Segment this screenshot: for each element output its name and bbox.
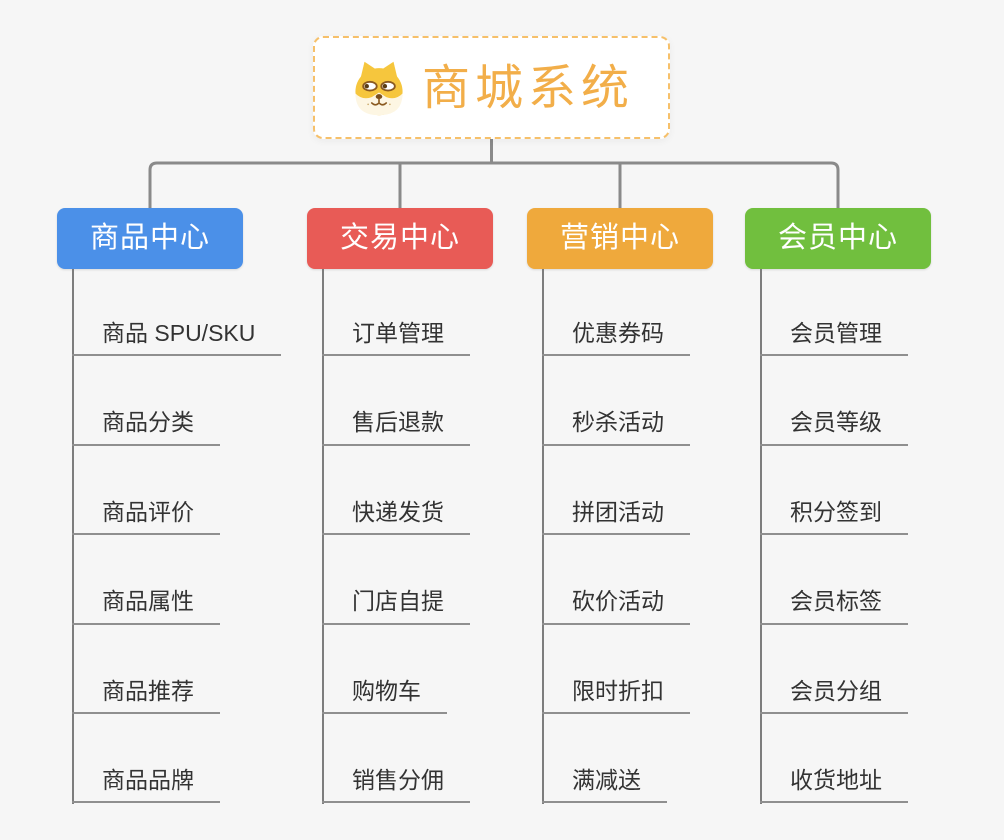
- leaf-item[interactable]: 会员管理: [760, 320, 908, 357]
- root-node[interactable]: 商城系统: [313, 36, 670, 139]
- branch-title: 营销中心: [559, 222, 680, 254]
- leaf-slot: 订单管理: [322, 267, 582, 357]
- leaf-slot: 会员管理: [760, 267, 1004, 357]
- branch-node[interactable]: 商品中心: [57, 208, 243, 269]
- branch-node[interactable]: 会员中心: [745, 208, 931, 269]
- leaf-item[interactable]: 优惠券码: [542, 320, 690, 357]
- leaf-item[interactable]: 拼团活动: [542, 499, 690, 536]
- leaf-item[interactable]: 售后退款: [322, 410, 470, 446]
- leaf-item[interactable]: 砍价活动: [542, 589, 690, 625]
- branch-title: 商品中心: [89, 222, 210, 254]
- leaf-slot: 销售分佣: [322, 714, 582, 804]
- leaf-slot: 会员等级: [760, 356, 1004, 446]
- leaf-slot: 会员分组: [760, 625, 1004, 714]
- leaf-slot: 秒杀活动: [542, 356, 802, 446]
- branch-items-list: 商品 SPU/SKU 商品分类商品评价商品属性商品推荐商品品牌: [72, 267, 332, 804]
- leaf-slot: 积分签到: [760, 446, 1004, 536]
- leaf-slot: 门店自提: [322, 535, 582, 625]
- branch-connector-line: [542, 269, 544, 804]
- leaf-item[interactable]: 商品推荐: [72, 678, 220, 714]
- root-title: 商城系统: [421, 61, 634, 115]
- leaf-slot: 会员标签: [760, 535, 1004, 625]
- leaf-slot: 购物车: [322, 625, 582, 714]
- leaf-slot: 商品品牌: [72, 714, 332, 804]
- leaf-item[interactable]: 商品品牌: [72, 767, 220, 804]
- leaf-item[interactable]: 秒杀活动: [542, 410, 690, 446]
- leaf-item[interactable]: 商品属性: [72, 589, 220, 625]
- leaf-slot: 收货地址: [760, 714, 1004, 804]
- leaf-slot: 售后退款: [322, 356, 582, 446]
- leaf-item[interactable]: 订单管理: [322, 320, 470, 357]
- leaf-item[interactable]: 会员标签: [760, 589, 908, 625]
- leaf-slot: 商品 SPU/SKU: [72, 267, 332, 357]
- leaf-item[interactable]: 快递发货: [322, 499, 470, 536]
- dog-face-icon: [349, 59, 409, 117]
- branch-title: 会员中心: [777, 222, 898, 254]
- leaf-slot: 商品推荐: [72, 625, 332, 714]
- leaf-item[interactable]: 限时折扣: [542, 678, 690, 714]
- leaf-slot: 商品属性: [72, 535, 332, 625]
- leaf-item[interactable]: 会员分组: [760, 678, 908, 714]
- leaf-item[interactable]: 销售分佣: [322, 767, 470, 804]
- leaf-slot: 砍价活动: [542, 535, 802, 625]
- branch-items-list: 订单管理售后退款快递发货门店自提购物车销售分佣: [322, 267, 582, 804]
- branch-connector-line: [72, 269, 74, 804]
- branch-items-list: 优惠券码秒杀活动拼团活动砍价活动限时折扣满减送: [542, 267, 802, 804]
- branch-connector-line: [322, 269, 324, 804]
- leaf-item[interactable]: 商品分类: [72, 410, 220, 446]
- leaf-slot: 快递发货: [322, 446, 582, 536]
- branch-items-list: 会员管理会员等级积分签到会员标签会员分组收货地址: [760, 267, 1004, 804]
- leaf-slot: 优惠券码: [542, 267, 802, 357]
- leaf-item[interactable]: 商品评价: [72, 499, 220, 536]
- branch-title: 交易中心: [339, 222, 460, 254]
- leaf-item[interactable]: 门店自提: [322, 589, 470, 625]
- leaf-slot: 商品分类: [72, 356, 332, 446]
- leaf-item[interactable]: 会员等级: [760, 410, 908, 446]
- leaf-item[interactable]: 收货地址: [760, 767, 908, 804]
- leaf-slot: 满减送: [542, 714, 802, 804]
- leaf-slot: 商品评价: [72, 446, 332, 536]
- branch-node[interactable]: 交易中心: [307, 208, 493, 269]
- leaf-item[interactable]: 满减送: [542, 767, 667, 804]
- leaf-item[interactable]: 积分签到: [760, 499, 908, 536]
- branch-connector-line: [760, 269, 762, 804]
- leaf-slot: 拼团活动: [542, 446, 802, 536]
- leaf-item[interactable]: 购物车: [322, 678, 447, 714]
- leaf-item[interactable]: 商品 SPU/SKU: [72, 320, 282, 357]
- branch-node[interactable]: 营销中心: [527, 208, 713, 269]
- leaf-slot: 限时折扣: [542, 625, 802, 714]
